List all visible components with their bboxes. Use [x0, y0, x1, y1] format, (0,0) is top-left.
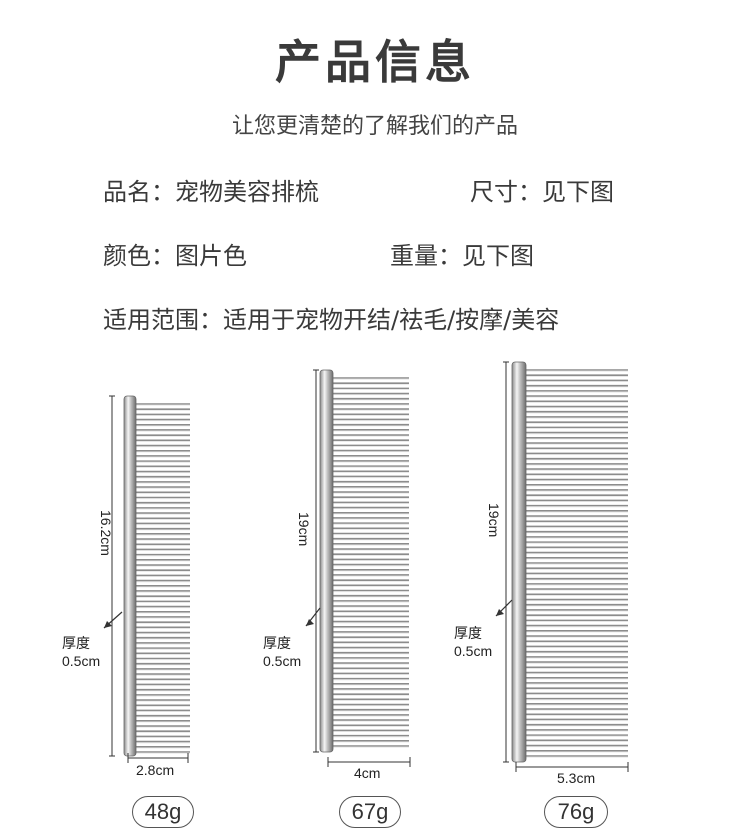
product-name-value: 宠物美容排梳 — [175, 178, 319, 206]
page-subtitle: 让您更清楚的了解我们的产品 — [231, 114, 518, 139]
size-label: 尺寸： — [470, 178, 542, 206]
comb-medium — [305, 369, 411, 767]
thickness-value: 0.5cm — [263, 653, 302, 669]
comb-small-width: 2.8cm — [136, 762, 175, 778]
comb-medium-length: 19cm — [296, 512, 312, 547]
arrow-head-icon — [306, 619, 314, 626]
info-color: 颜色：图片色 — [103, 236, 247, 271]
comb-large-thickness: 厚度 0.5cm — [454, 624, 492, 660]
info-weight: 重量：见下图 — [390, 236, 534, 271]
comb-large-length: 19cm — [486, 503, 502, 538]
arrow-head-icon — [496, 609, 504, 616]
comb-small-length: 16.2cm — [98, 510, 114, 556]
comb-small-thickness: 厚度 0.5cm — [62, 634, 100, 670]
thickness-label: 厚度 — [62, 635, 90, 651]
comb-small-weight-badge: 48g — [132, 796, 194, 828]
comb-small — [103, 395, 190, 763]
info-usage: 适用范围：适用于宠物开结/祛毛/按摩/美容 — [103, 300, 559, 335]
weight-value: 见下图 — [462, 242, 534, 270]
comb-spine — [123, 395, 137, 757]
comb-medium-weight-badge: 67g — [339, 796, 401, 828]
arrow-head-icon — [104, 621, 112, 628]
comb-large-width: 5.3cm — [557, 770, 596, 786]
product-name-label: 品名： — [103, 178, 175, 206]
size-value: 见下图 — [542, 178, 614, 206]
thickness-label: 厚度 — [263, 635, 291, 651]
color-value: 图片色 — [175, 242, 247, 270]
color-label: 颜色： — [103, 242, 175, 270]
comb-spine — [319, 369, 334, 753]
thickness-value: 0.5cm — [454, 643, 493, 659]
info-size: 尺寸：见下图 — [470, 172, 614, 207]
comb-medium-thickness: 厚度 0.5cm — [263, 634, 301, 670]
usage-value: 适用于宠物开结/祛毛/按摩/美容 — [223, 306, 560, 334]
info-product-name: 品名：宠物美容排梳 — [103, 172, 319, 207]
page-title: 产品信息 — [275, 35, 475, 89]
thickness-label: 厚度 — [454, 625, 482, 641]
comb-spine — [511, 361, 527, 763]
comb-medium-width: 4cm — [354, 765, 381, 781]
weight-label: 重量： — [390, 242, 462, 270]
thickness-value: 0.5cm — [62, 653, 101, 669]
usage-label: 适用范围： — [103, 306, 223, 334]
comb-large-weight-badge: 76g — [544, 796, 608, 828]
comb-large — [495, 361, 629, 772]
